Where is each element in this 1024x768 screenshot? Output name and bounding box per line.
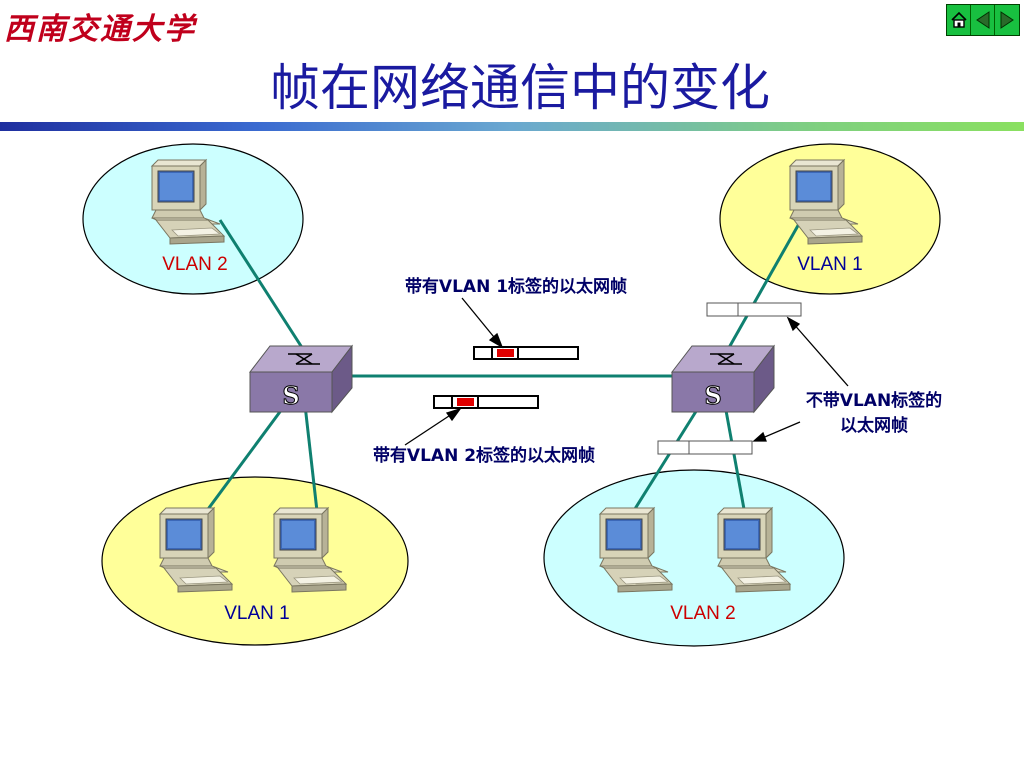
link-br-pc2 [723, 404, 748, 521]
slide-navigation [946, 4, 1020, 36]
link-tr-pc [720, 221, 802, 361]
home-button[interactable] [947, 5, 971, 35]
switch-icon-left: S [248, 344, 354, 414]
next-arrow-icon [1000, 11, 1014, 29]
note-untagged-line1: 不带VLAN标签的 [806, 390, 942, 411]
link-br-pc1 [626, 404, 702, 521]
frame-untagged-top [706, 302, 802, 317]
vlan-label-bottom-right: VLAN 2 [670, 603, 735, 624]
previous-button[interactable] [971, 5, 995, 35]
next-button[interactable] [995, 5, 1019, 35]
page-title: 帧在网络通信中的变化 [270, 59, 770, 117]
home-icon [950, 11, 967, 28]
network-links [198, 219, 802, 521]
title-divider-bar [0, 122, 1024, 131]
prev-arrow-icon [975, 11, 989, 29]
frame-vlan2-tagged [433, 395, 539, 409]
university-logo: 西南交通大学 [4, 12, 196, 47]
vlan-label-top-right: VLAN 1 [797, 254, 862, 275]
link-bl-pc2 [303, 404, 320, 521]
frame-vlan1-tagged [473, 346, 579, 360]
vlan-label-top-left: VLAN 2 [162, 254, 227, 275]
note-vlan2-tagged: 带有VLAN 2标签的以太网帧 [373, 445, 595, 466]
switch-label-right: S [704, 381, 721, 410]
switch-icon-right: S [670, 344, 776, 414]
annotation-arrows [404, 297, 849, 446]
link-bl-pc1 [198, 404, 287, 521]
switch-label-left: S [282, 381, 299, 410]
link-tl-pc [218, 219, 312, 361]
frame-untagged-bottom [657, 440, 753, 455]
note-untagged-line2: 以太网帧 [840, 415, 908, 436]
vlan-label-bottom-left: VLAN 1 [224, 603, 289, 624]
note-vlan1-tagged: 带有VLAN 1标签的以太网帧 [405, 276, 627, 297]
